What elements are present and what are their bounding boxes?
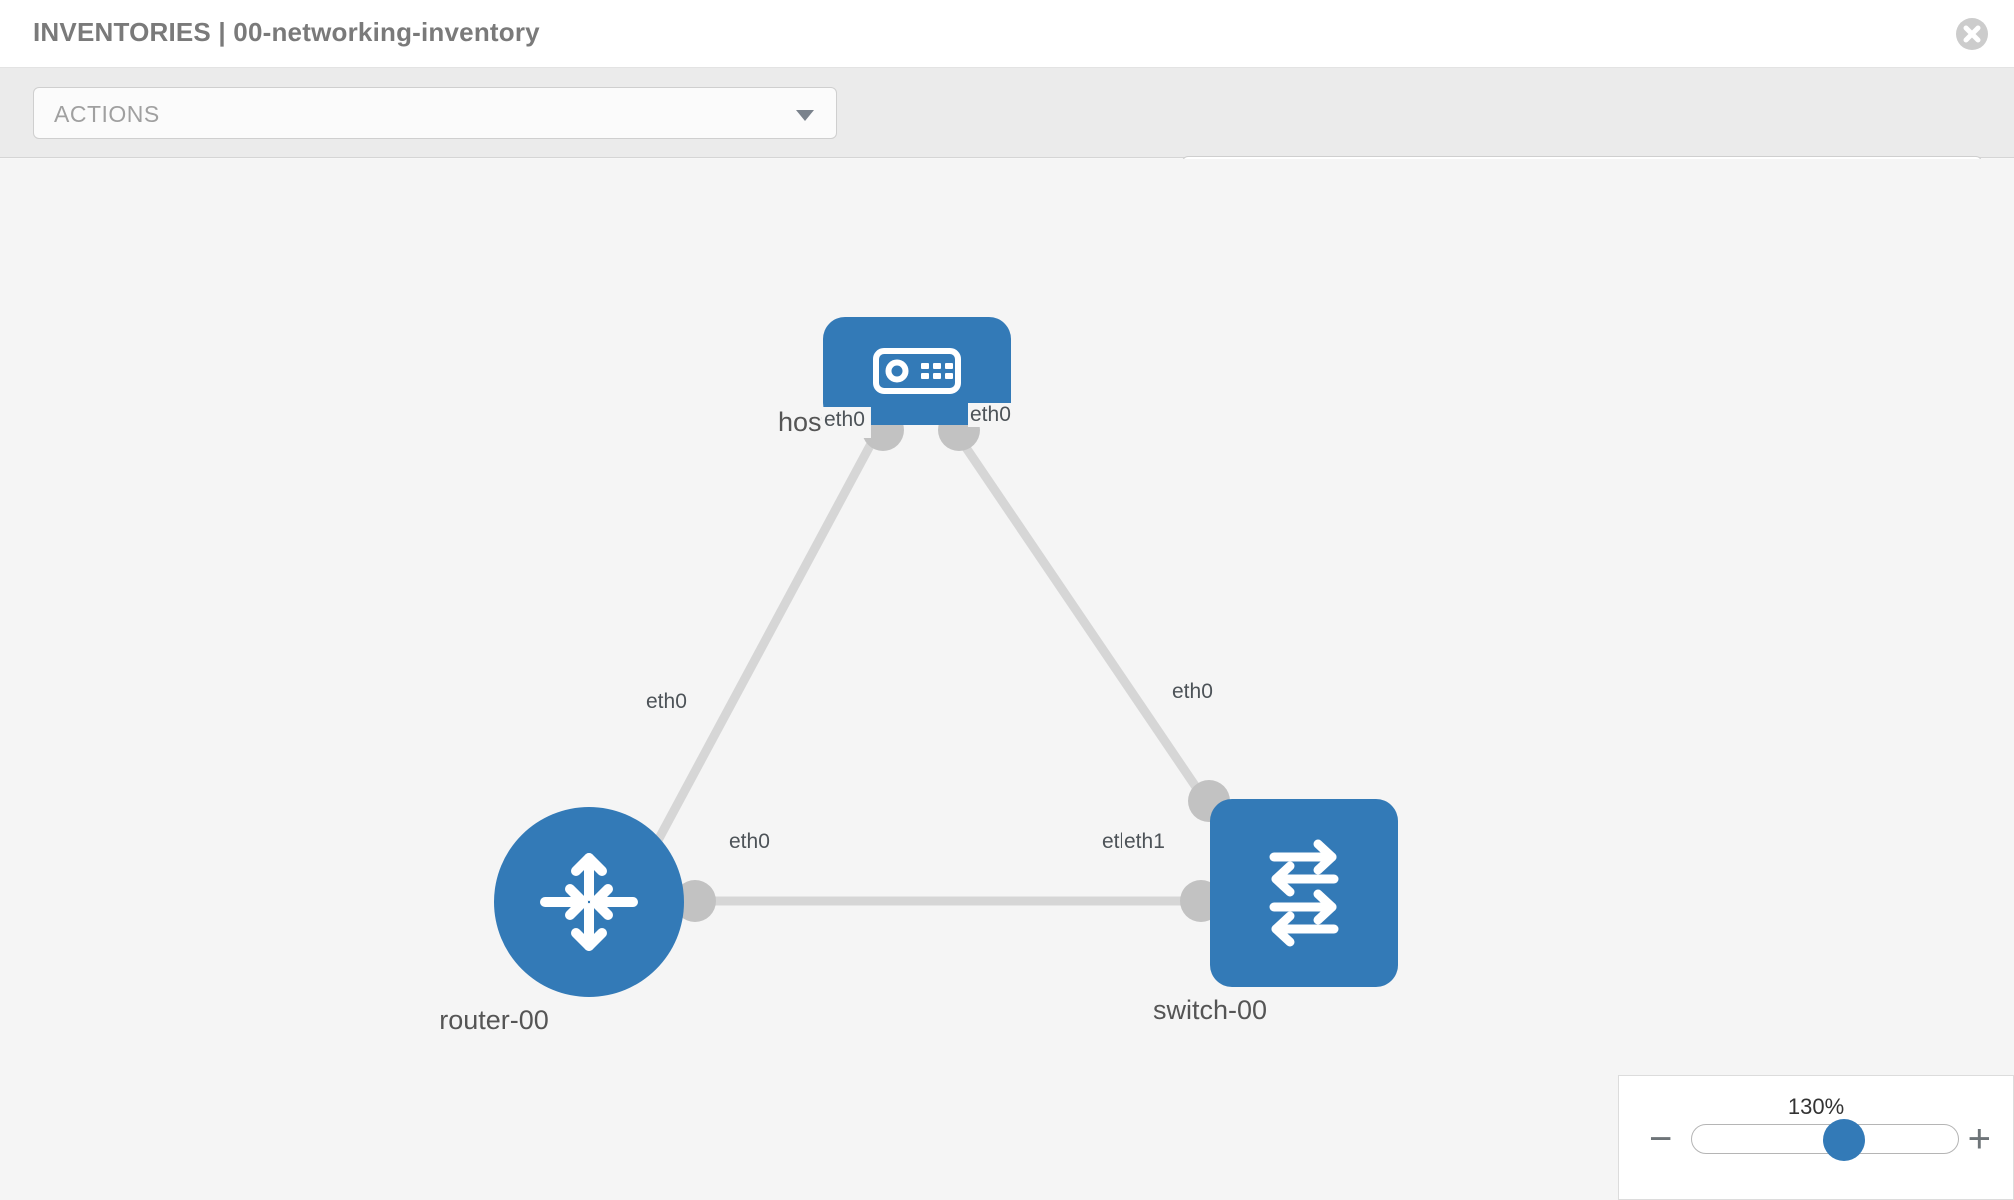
- actions-dropdown-label: ACTIONS: [54, 101, 160, 127]
- topology-links: [644, 424, 1242, 906]
- edge-label-host-right: eth0: [968, 403, 1013, 427]
- switch-node-shape[interactable]: [1210, 799, 1398, 987]
- edge-label-host-left: eth0: [822, 408, 867, 432]
- router-node-shape[interactable]: [494, 807, 684, 997]
- server-icon: [873, 348, 961, 394]
- edge-label-router-right: eth0: [727, 830, 772, 854]
- router-arrows-icon: [540, 853, 638, 951]
- node-label-router: router-00: [436, 1005, 552, 1036]
- edge-label-router-up: eth0: [644, 690, 689, 714]
- zoom-in-button[interactable]: +: [1967, 1117, 1991, 1161]
- close-icon[interactable]: [1956, 18, 1988, 50]
- zoom-control-panel: 130% − +: [1618, 1075, 2014, 1200]
- page-title: INVENTORIES | 00-networking-inventory: [33, 17, 540, 47]
- zoom-slider-handle[interactable]: [1823, 1119, 1866, 1161]
- toolbar: ACTIONS SEARCH: [0, 68, 2014, 208]
- chevron-down-icon: [796, 110, 814, 121]
- zoom-slider[interactable]: [1691, 1119, 1959, 1161]
- page-header: INVENTORIES | 00-networking-inventory: [0, 0, 2014, 68]
- zoom-out-button[interactable]: −: [1649, 1117, 1673, 1161]
- zoom-level-value: 130%: [1787, 1094, 1845, 1119]
- topology-canvas[interactable]: host-00 router-00: [0, 159, 2014, 1200]
- node-label-switch: switch-00: [1149, 995, 1271, 1026]
- edge-label-switch-up: eth0: [1170, 680, 1215, 704]
- edge-label-switch-left: eth1: [1122, 830, 1167, 854]
- actions-dropdown[interactable]: ACTIONS: [33, 87, 837, 139]
- switch-arrows-icon: [1269, 839, 1339, 947]
